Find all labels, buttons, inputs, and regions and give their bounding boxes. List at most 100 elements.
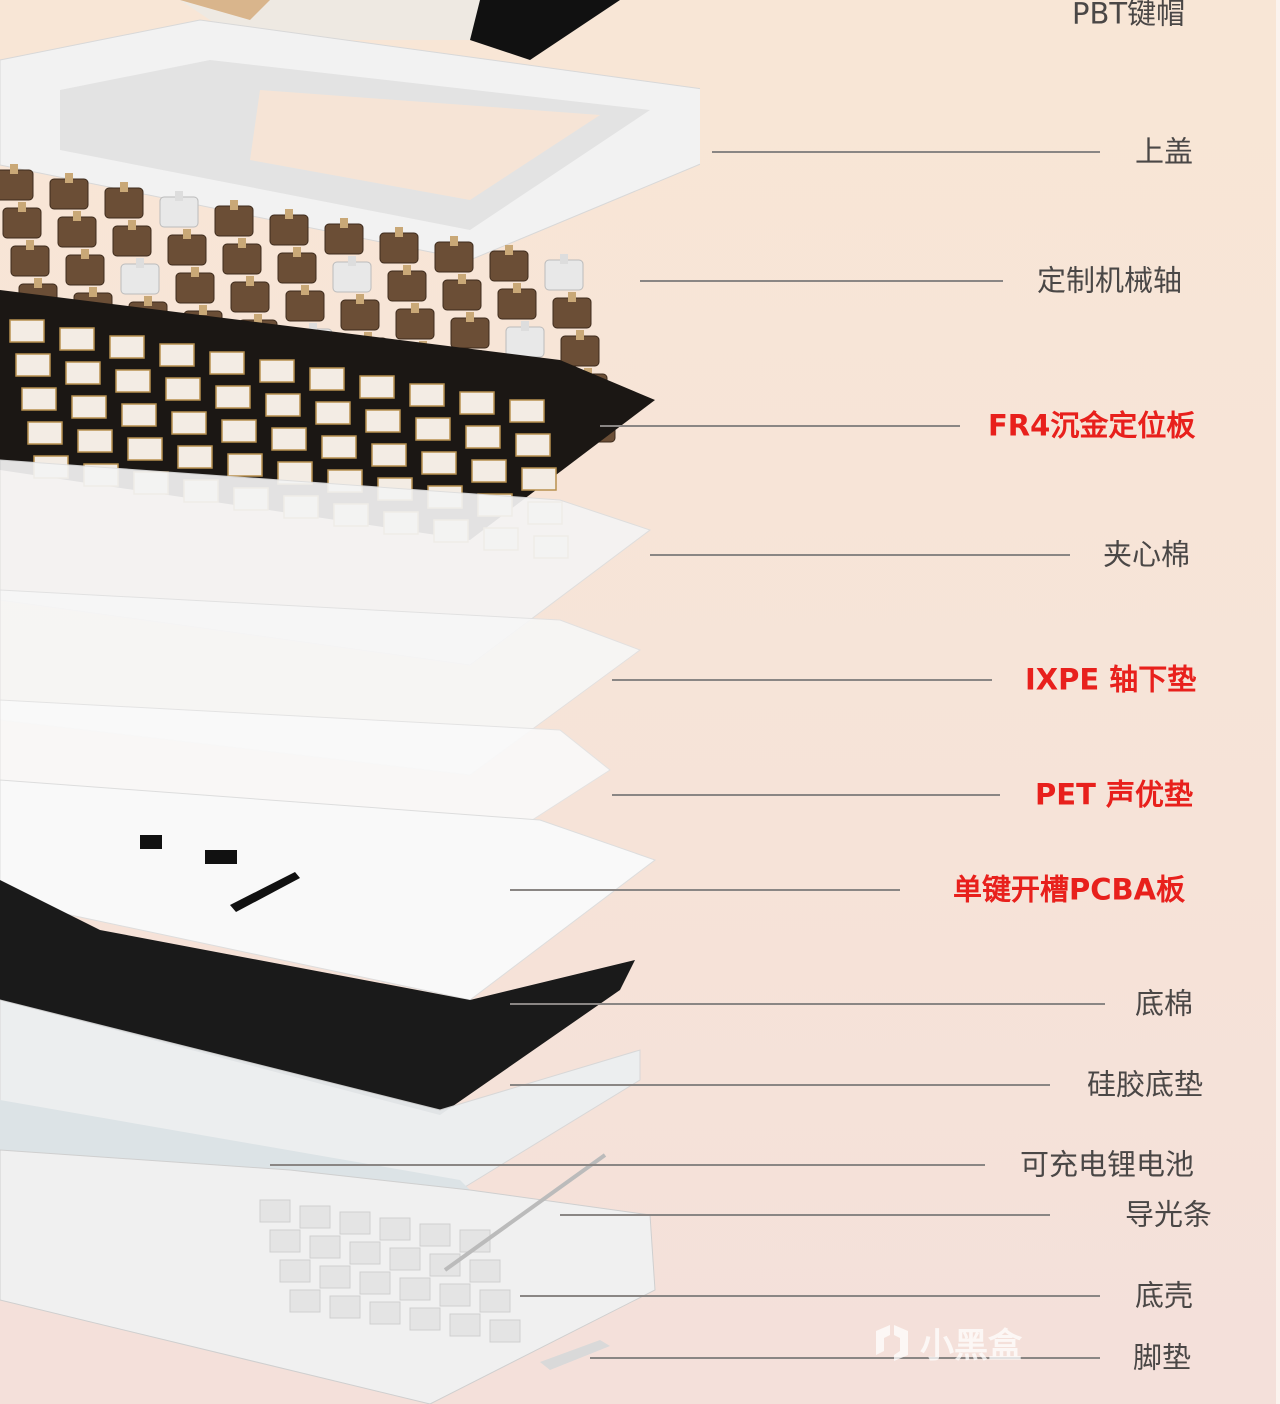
plate-hole: [321, 435, 357, 459]
case-rib-cell: [279, 1259, 311, 1283]
switch: [159, 196, 199, 228]
switch: [387, 270, 427, 302]
switch-stem: [175, 191, 183, 201]
case-rib-cell: [309, 1235, 341, 1259]
plate-hole: [221, 419, 257, 443]
switch: [49, 178, 89, 210]
case-rib-cell: [399, 1277, 431, 1301]
right-border: [1276, 0, 1280, 1404]
switch: [285, 290, 325, 322]
label-top-case: 上盖: [1135, 134, 1194, 169]
case-rib-cell: [339, 1211, 371, 1235]
switch: [214, 205, 254, 237]
plate-hole: [421, 451, 457, 475]
switch: [222, 243, 262, 275]
plate-hole: [465, 425, 501, 449]
plate-hole: [459, 391, 495, 415]
plate-hole: [259, 359, 295, 383]
leader-line-silicone-pad: [510, 1084, 1050, 1086]
case-rib-cell: [429, 1253, 461, 1277]
plate-hole: [115, 369, 151, 393]
switch: [505, 326, 545, 358]
plate-hole: [521, 467, 557, 491]
switch: [340, 299, 380, 331]
bottom-foam-layer: [0, 880, 635, 1115]
switch-stem: [73, 211, 81, 221]
label-pcba: 单键开槽PCBA板: [953, 872, 1186, 907]
leader-line-sandwich-foam: [650, 554, 1070, 556]
switch-stem: [81, 249, 89, 259]
switch: [544, 259, 584, 291]
case-rib-cell: [319, 1265, 351, 1289]
exploded-keyboard-illustration: [0, 0, 700, 1404]
case-rib-cell: [479, 1289, 511, 1313]
switch-stem: [246, 276, 254, 286]
switch: [10, 245, 50, 277]
switch-stem: [348, 256, 356, 266]
watermark-logo-icon: [876, 1324, 908, 1361]
switch: [395, 308, 435, 340]
switch: [442, 279, 482, 311]
switch-stem: [458, 274, 466, 284]
plate-hole: [215, 385, 251, 409]
plate-hole: [471, 459, 507, 483]
label-battery: 可充电锂电池: [1020, 1147, 1195, 1182]
plate-hole: [365, 409, 401, 433]
plate-hole: [515, 433, 551, 457]
case-rib-cell: [259, 1199, 291, 1223]
plate-hole: [227, 453, 263, 477]
switch-stem: [340, 218, 348, 228]
switch-stem: [128, 220, 136, 230]
switch: [104, 187, 144, 219]
switch-stem: [356, 294, 364, 304]
switch-stem: [238, 238, 246, 248]
switch-stem: [26, 240, 34, 250]
bottom-case-layer: [0, 1149, 656, 1404]
plate-hole: [315, 401, 351, 425]
label-foot-pad: 脚垫: [1133, 1340, 1192, 1375]
case-rib-cell: [469, 1259, 501, 1283]
plate-hole: [109, 335, 145, 359]
switch-stem: [18, 202, 26, 212]
switch-stem: [10, 164, 18, 174]
plate-hole: [127, 437, 163, 461]
watermark: 小黑盒: [870, 1318, 1022, 1367]
switch: [552, 297, 592, 329]
label-pet: PET 声优垫: [1035, 777, 1193, 812]
label-fr4-plate: FR4沉金定位板: [988, 408, 1196, 443]
case-rib-cell: [269, 1229, 301, 1253]
plate-hole: [309, 367, 345, 391]
plate-hole: [9, 319, 45, 343]
switch: [489, 250, 529, 282]
plate-hole: [509, 399, 545, 423]
plate-hole: [165, 377, 201, 401]
case-rib-cell: [379, 1217, 411, 1241]
case-rib-cell: [419, 1223, 451, 1247]
switch-stem: [576, 330, 584, 340]
switch: [120, 263, 160, 295]
watermark-text: 小黑盒: [920, 1326, 1022, 1366]
leader-line-light-guide: [560, 1214, 1050, 1216]
label-sandwich-foam: 夹心棉: [1103, 537, 1191, 572]
switch-stem: [136, 258, 144, 268]
plate-hole: [15, 353, 51, 377]
switch: [450, 317, 490, 349]
switch-stem: [254, 314, 262, 324]
label-pbt-keycaps: PBT键帽: [1072, 0, 1186, 31]
switch: [112, 225, 152, 257]
switch-stem: [505, 245, 513, 255]
leader-line-pet: [612, 794, 1000, 796]
switch: [560, 335, 600, 367]
pcba-layer: [0, 779, 657, 1001]
case-rib-cell: [349, 1241, 381, 1265]
switch-stem: [89, 287, 97, 297]
plate-hole: [177, 445, 213, 469]
plate-hole: [265, 393, 301, 417]
switch-stem: [120, 182, 128, 192]
case-rib-cell: [389, 1247, 421, 1271]
silicone-pad-layer: [0, 999, 641, 1191]
plate-hole: [159, 343, 195, 367]
leader-line-battery: [270, 1164, 985, 1166]
label-bottom-case: 底壳: [1135, 1278, 1194, 1313]
label-ixpe: IXPE 轴下垫: [1025, 662, 1197, 697]
